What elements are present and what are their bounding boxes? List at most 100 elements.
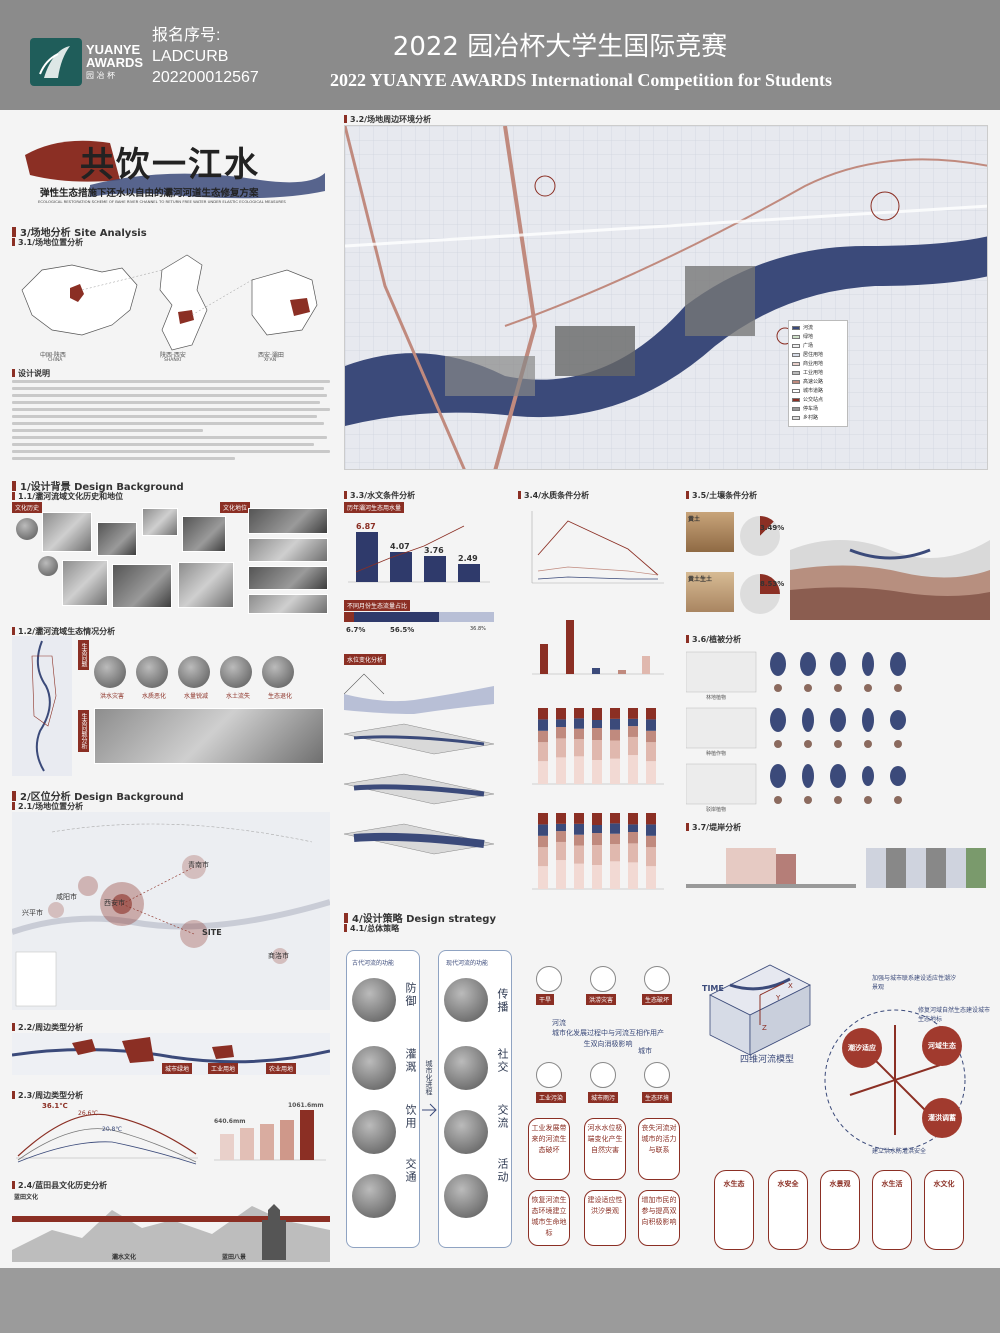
section-3-4-title: 3.4/水质条件分析 xyxy=(518,490,589,501)
stacked-bar-segment xyxy=(592,728,602,740)
water-level-diagrams xyxy=(344,673,494,855)
legend-item: 居住用地 xyxy=(792,351,844,358)
four-dim-river-model xyxy=(709,964,811,1056)
modern-func-3: 交流 xyxy=(496,1104,509,1130)
stacked-bar-segment xyxy=(610,740,620,759)
section-3-1-title: 3.1/场地位置分析 xyxy=(12,237,83,248)
icon-drought-label: 干旱 xyxy=(536,994,555,1005)
goal-culture: 水文化 xyxy=(924,1170,964,1250)
stacked-bar-segment xyxy=(610,861,620,889)
tag-lantian-eight: 蓝田八景 xyxy=(222,1254,247,1261)
ancient-func-1: 防御 xyxy=(404,982,417,1008)
hydro-val-4: 2.49 xyxy=(458,554,478,563)
stacked-bar-segment xyxy=(610,718,620,730)
temp-low: 20.8℃ xyxy=(102,1126,123,1133)
stacked-bar-segment xyxy=(628,736,638,756)
water-quality-line-chart xyxy=(531,511,664,584)
city-xianyang: 咸阳市 xyxy=(56,893,77,901)
stacked-bar-segment xyxy=(646,847,656,867)
stacked-bar-segment xyxy=(628,832,638,844)
soil-1-name: 黄土 xyxy=(688,516,701,523)
stacked-bar-segment xyxy=(538,761,548,784)
stacked-bar-segment xyxy=(610,844,620,862)
rainfall-chart xyxy=(214,1110,326,1161)
stacked-bar-segment xyxy=(628,718,638,727)
stacked-bar-segment xyxy=(592,720,602,728)
section-3-2-title: 3.2/场地周边环境分析 xyxy=(344,114,431,125)
climate-panel: 36.1℃ 26.6℃ 20.8℃ 640.6mm 1061.6mm xyxy=(12,1100,330,1170)
legend-item: 河流 xyxy=(792,324,844,331)
center-statement: 城市化发展过程中与河流互相作用产生双向消极影响 xyxy=(552,1029,664,1048)
legend-item: 广场 xyxy=(792,342,844,349)
axis-y: Y xyxy=(776,994,781,1002)
legend-item: 商业用地 xyxy=(792,360,844,367)
section-2-title: 2/区位分析 Design Background xyxy=(12,788,184,803)
surrounding-types: 城市绿地 工业用地 农业用地 xyxy=(11,1033,331,1075)
eco-degrade-label: 生态退化 xyxy=(268,693,293,700)
stacked-bar-segment xyxy=(592,845,602,865)
stacked-bar-segment xyxy=(646,730,656,743)
axis-x: X xyxy=(788,982,793,990)
soil-panel xyxy=(686,502,786,622)
soil-section xyxy=(790,540,990,620)
project-subtitle-en: ECOLOGICAL RESTORATION SCHEME OF BAHE RI… xyxy=(38,199,286,204)
icon-rain-label: 城市雨污 xyxy=(588,1092,619,1103)
solution-3: 增加市民的参与提高双向积极影响 xyxy=(638,1190,680,1246)
loc-label-china-en: CHINA xyxy=(48,358,63,363)
section-3-7-title: 3.7/堤岸分析 xyxy=(686,822,741,833)
logo-sub: 园 冶 杯 xyxy=(86,71,116,80)
stacked-bar-segment xyxy=(574,728,584,740)
stacked-bar-segment xyxy=(646,835,656,848)
eco-quality-label: 水质恶化 xyxy=(142,693,167,700)
stacked-bar-segment xyxy=(538,730,548,743)
site-marker: SITE xyxy=(202,928,222,937)
modern-func-4: 活动 xyxy=(496,1158,509,1184)
tag-culture-history: 文化历史 xyxy=(12,502,43,513)
stacked-bar-segment xyxy=(574,708,584,719)
stacked-bar-segment xyxy=(592,813,602,825)
stacked-bar-segment xyxy=(592,833,602,845)
icon-env-label: 生态环境 xyxy=(642,1092,673,1103)
water-quality-stacked-2 xyxy=(532,813,664,890)
tag-green: 城市绿地 xyxy=(162,1063,193,1074)
stacked-bar-segment xyxy=(538,742,548,762)
stacked-bar-segment xyxy=(610,833,620,845)
competition-title-cn: 2022 园冶杯大学生国际竞赛 xyxy=(392,32,728,62)
legend-item: 乡村路 xyxy=(792,414,844,421)
cycle-ecology: 河域生态 xyxy=(922,1026,962,1066)
legend-item: 停车场 xyxy=(792,405,844,412)
stacked-bar-segment xyxy=(610,823,620,834)
veg-row-forest: 林地植物 xyxy=(706,695,727,701)
stacked-bar-segment xyxy=(556,757,566,784)
stacked-bar-segment xyxy=(574,863,584,889)
stacked-bar-segment xyxy=(610,813,620,824)
map-legend: 河流 绿地 广场 居住用地 商业用地 工业用地 高速公路 城市道路 公交站点 停… xyxy=(788,320,848,427)
stacked-bar-segment xyxy=(556,841,566,861)
stacked-bar-segment xyxy=(574,718,584,729)
section-4-title: 4/设计策略 Design strategy xyxy=(344,910,496,925)
header-bar: YUANYE AWARDS 园 冶 杯 报名序号: LADCURB 202200… xyxy=(0,0,1000,110)
section-3-5-title: 3.5/土壤条件分析 xyxy=(686,490,757,501)
stacked-bar-segment xyxy=(556,860,566,889)
ecology-panel: 生态问题 生态问题分析 洪水灾害 水质恶化 水量锐减 水土流失 生态退化 xyxy=(12,636,330,776)
stacked-bar-segment xyxy=(556,727,566,739)
section-1-1-title: 1.1/灞河流域文化历史和地位 xyxy=(12,491,123,502)
icon-flood-label: 洪涝灾害 xyxy=(586,994,617,1005)
section-3-6-title: 3.6/植被分析 xyxy=(686,634,741,645)
stacked-bar-segment xyxy=(592,708,602,720)
cycle-flood: 灌洪调蓄 xyxy=(922,1098,962,1138)
logo-text: YUANYE AWARDS xyxy=(86,42,144,70)
city-qingnan: 青南市 xyxy=(188,861,209,869)
vegetation-panel: 林地植物 种植作物 驳岸植物 xyxy=(685,646,988,816)
stacked-bar-segment xyxy=(556,738,566,758)
goal-life: 水生活 xyxy=(872,1170,912,1250)
section-1-title: 1/设计背景 Design Background xyxy=(12,478,184,493)
stacked-bar-segment xyxy=(538,719,548,731)
stacked-bar-segment xyxy=(538,835,548,848)
axis-z: Z xyxy=(762,1024,767,1032)
stacked-bar-segment xyxy=(556,831,566,842)
surroundings-map-graphic xyxy=(345,126,987,469)
stacked-bar-segment xyxy=(628,813,638,825)
loc-label-shaanxi-en: SHANXI xyxy=(164,358,182,363)
veg-row-crop: 种植作物 xyxy=(706,751,727,757)
